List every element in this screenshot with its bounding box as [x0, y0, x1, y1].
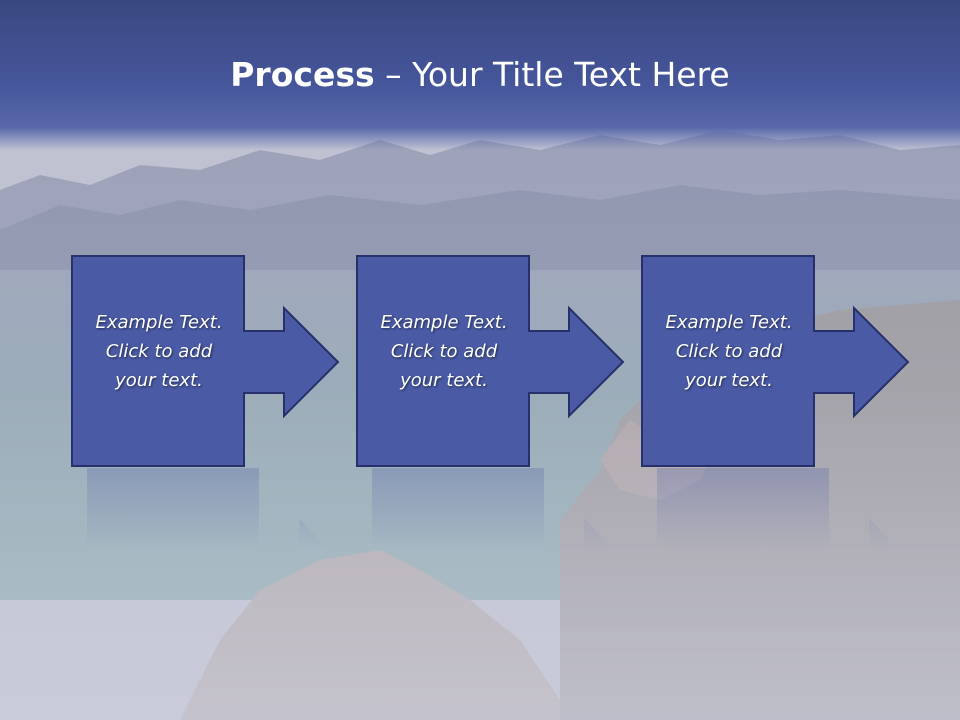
- box-arrow-shape: [71, 255, 340, 467]
- step-text-line: Click to add: [105, 341, 213, 362]
- step-text-line: your text.: [685, 370, 773, 391]
- step-text-line: your text.: [115, 370, 203, 391]
- box-arrow-shape: [641, 255, 910, 467]
- process-step-2[interactable]: Example Text. Click to add your text.: [356, 255, 657, 468]
- step-text-line: Example Text.: [95, 312, 223, 333]
- title-rest-text: – Your Title Text Here: [374, 55, 730, 94]
- step-text-line: your text.: [400, 370, 488, 391]
- step-reflection: [87, 468, 327, 548]
- step-text-line: Example Text.: [665, 312, 793, 333]
- process-step-1[interactable]: Example Text. Click to add your text.: [71, 255, 372, 468]
- title-strong-text: Process: [230, 55, 375, 94]
- step-text[interactable]: Example Text. Click to add your text.: [357, 308, 531, 395]
- step-text-line: Click to add: [390, 341, 498, 362]
- box-arrow-shape: [356, 255, 625, 467]
- step-text-line: Click to add: [675, 341, 783, 362]
- step-reflection: [372, 468, 612, 548]
- slide-title[interactable]: Process – Your Title Text Here: [0, 52, 960, 98]
- step-reflection: [657, 468, 897, 548]
- step-text-line: Example Text.: [380, 312, 508, 333]
- step-text[interactable]: Example Text. Click to add your text.: [642, 308, 816, 395]
- process-step-3[interactable]: Example Text. Click to add your text.: [641, 255, 942, 468]
- title-bar: [0, 0, 960, 150]
- step-text[interactable]: Example Text. Click to add your text.: [72, 308, 246, 395]
